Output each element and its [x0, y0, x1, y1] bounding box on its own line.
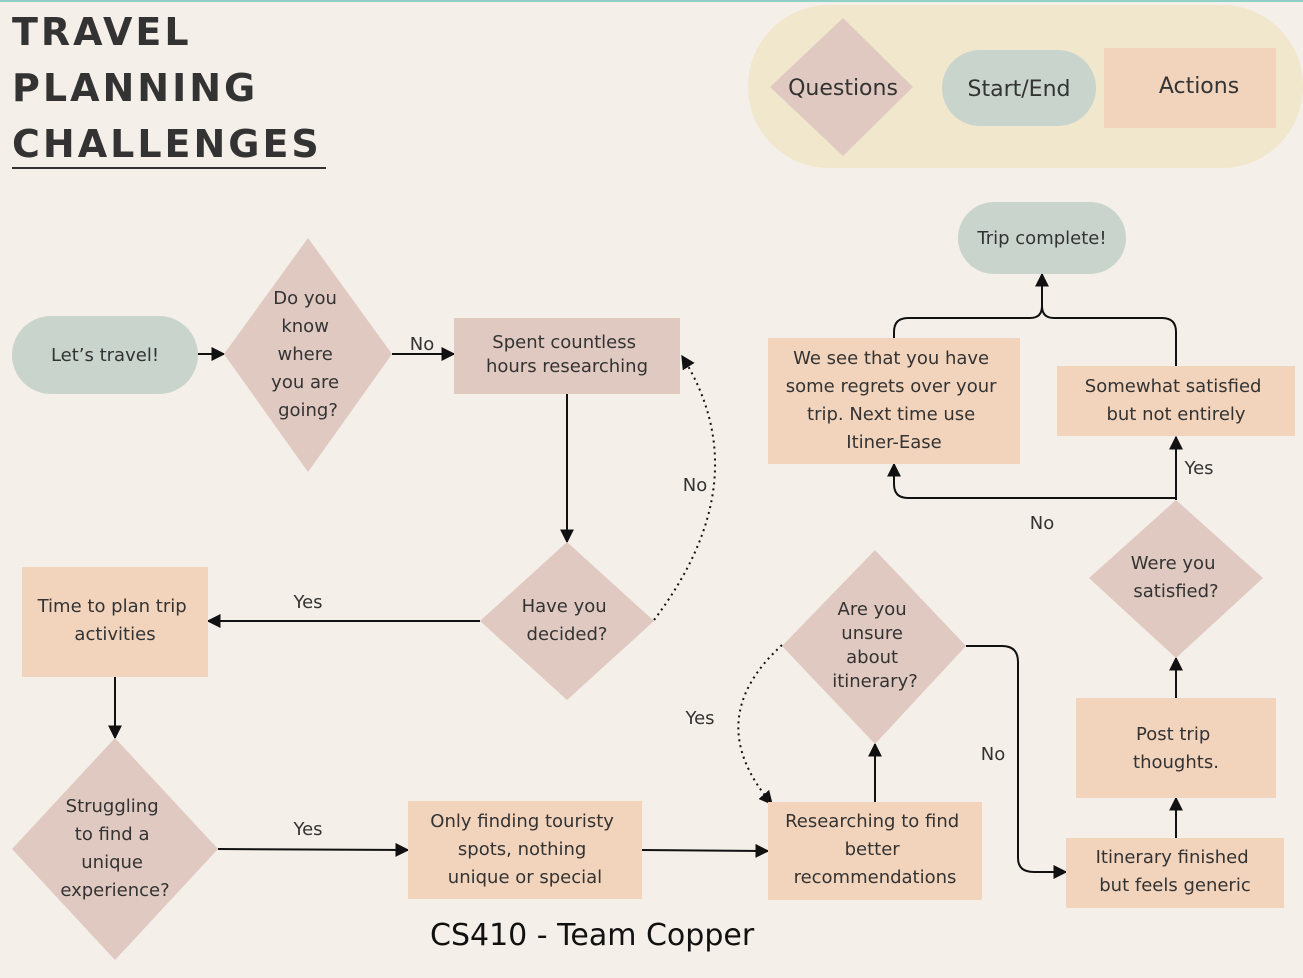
legend-question-shape	[770, 18, 913, 156]
finished-generic-line-2: but feels generic	[1099, 875, 1250, 896]
time-to-plan-label: Time to plan trip activities	[37, 596, 193, 645]
question-unsure	[782, 550, 966, 744]
legend-questions-label: Questions	[788, 76, 898, 101]
footer-credit: CS410 - Team Copper	[430, 918, 755, 953]
finished-generic-label: Itinerary finished but feels generic	[1096, 847, 1255, 896]
action-somewhat-satisfied	[1057, 366, 1295, 436]
time-to-plan-line-2: activities	[74, 624, 155, 645]
researching-label: Researching to find better recommendatio…	[785, 811, 965, 888]
post-trip-label: Post trip thoughts.	[1133, 724, 1219, 773]
label-know-no: No	[410, 334, 434, 355]
know-where-line-1: Do you	[273, 288, 337, 309]
have-decided-label: Have you decided?	[522, 596, 613, 645]
edge-unsure-yes-loop	[737, 644, 783, 806]
question-satisfied	[1089, 500, 1263, 658]
satisfied-line-2: satisfied?	[1133, 581, 1218, 602]
action-finished-generic	[1066, 838, 1284, 908]
page-title-line-3: CHALLENGES	[12, 122, 322, 166]
unsure-line-4: itinerary?	[832, 671, 918, 692]
regrets-line-3: trip. Next time use	[807, 404, 975, 425]
spent-hours-label: Spent countless hours researching	[486, 332, 648, 377]
legend-start-end-shape	[942, 50, 1096, 126]
label-unsure-no: No	[981, 744, 1005, 765]
page-title-line-2: PLANNING	[12, 66, 259, 110]
start-node-lets-travel	[12, 316, 198, 394]
action-time-to-plan	[22, 567, 208, 677]
action-spent-hours	[454, 318, 680, 394]
know-where-line-4: you are	[271, 372, 339, 393]
somewhat-line-1: Somewhat satisfied	[1085, 376, 1262, 397]
unsure-label: Are you unsure about itinerary?	[832, 599, 918, 692]
title-underline	[12, 167, 326, 169]
struggling-line-1: Struggling	[66, 796, 159, 817]
somewhat-line-2: but not entirely	[1106, 404, 1245, 425]
researching-line-3: recommendations	[794, 867, 957, 888]
know-where-label: Do you know where you are going?	[271, 288, 345, 421]
label-struggling-yes: Yes	[292, 819, 322, 840]
trip-complete-label: Trip complete!	[976, 228, 1106, 249]
label-decided-no: No	[683, 475, 707, 496]
edge-decided-no-loop	[653, 354, 716, 621]
have-decided-line-1: Have you	[522, 596, 607, 617]
unsure-line-1: Are you	[838, 599, 907, 620]
legend-start-end-label: Start/End	[968, 77, 1071, 102]
action-touristy	[408, 801, 642, 899]
know-where-line-2: know	[281, 316, 329, 337]
label-decided-yes: Yes	[292, 592, 322, 613]
finished-generic-line-1: Itinerary finished	[1096, 847, 1249, 868]
nodes: Let’s travel! Do you know where you are …	[12, 202, 1295, 960]
regrets-line-4: Itiner-Ease	[846, 432, 941, 453]
question-have-decided	[480, 542, 654, 700]
top-accent-line	[0, 0, 1303, 2]
action-post-trip	[1076, 698, 1276, 798]
time-to-plan-line-1: Time to plan trip	[37, 596, 187, 617]
action-regrets	[768, 338, 1020, 464]
edge-unsure-no-to-finished	[966, 645, 1068, 879]
edge-touristy-to-researching	[641, 843, 770, 858]
label-satisfied-no: No	[1030, 513, 1054, 534]
lets-travel-label: Let’s travel!	[51, 345, 159, 366]
question-know-where	[224, 238, 392, 472]
edge-satisfied-no	[887, 462, 1176, 499]
post-trip-line-1: Post trip	[1136, 724, 1210, 745]
spent-hours-line-2: hours researching	[486, 356, 648, 377]
researching-line-1: Researching to find	[785, 811, 959, 832]
page-title-line-1: TRAVEL	[12, 10, 192, 54]
struggling-line-2: to find a	[75, 824, 150, 845]
touristy-line-3: unique or special	[448, 867, 602, 888]
post-trip-line-2: thoughts.	[1133, 752, 1219, 773]
struggling-line-3: unique	[81, 852, 143, 873]
somewhat-label: Somewhat satisfied but not entirely	[1085, 376, 1267, 425]
regrets-label: We see that you have some regrets over y…	[786, 348, 1003, 453]
action-researching	[768, 802, 982, 900]
touristy-label: Only finding touristy spots, nothing uni…	[430, 811, 619, 888]
legend-actions-label: Actions	[1159, 74, 1239, 99]
know-where-line-3: where	[277, 344, 332, 365]
legend: Questions Start/End Actions	[748, 5, 1303, 168]
unsure-line-3: about	[846, 647, 898, 668]
label-unsure-yes: Yes	[684, 708, 714, 729]
struggling-label: Struggling to find a unique experience?	[60, 796, 169, 901]
spent-hours-line-1: Spent countless	[492, 332, 636, 353]
touristy-line-2: spots, nothing	[458, 839, 586, 860]
know-where-line-5: going?	[278, 400, 338, 421]
question-struggling	[12, 738, 218, 960]
connectors	[108, 272, 1183, 879]
end-node-trip-complete	[958, 202, 1126, 274]
touristy-line-1: Only finding touristy	[430, 811, 614, 832]
regrets-line-2: some regrets over your	[786, 376, 997, 397]
researching-line-2: better	[845, 839, 901, 860]
satisfied-label: Were you satisfied?	[1131, 553, 1221, 602]
edge-struggling-to-touristy	[217, 842, 410, 857]
legend-action-shape	[1104, 48, 1276, 128]
regrets-line-1: We see that you have	[793, 348, 989, 369]
struggling-line-4: experience?	[60, 880, 169, 901]
edge-labels: No No Yes Yes Yes No Yes No	[292, 334, 1213, 840]
satisfied-line-1: Were you	[1131, 553, 1216, 574]
label-satisfied-yes: Yes	[1183, 458, 1213, 479]
unsure-line-2: unsure	[841, 623, 903, 644]
have-decided-line-2: decided?	[527, 624, 608, 645]
